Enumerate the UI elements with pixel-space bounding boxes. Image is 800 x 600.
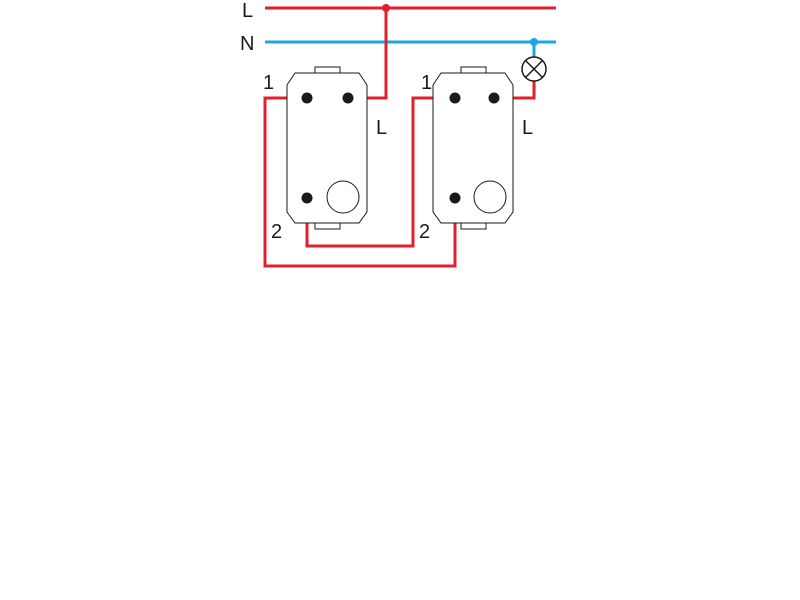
line-wiring bbox=[263, 6, 556, 268]
neutral-rail-label: N bbox=[240, 33, 254, 55]
switch-2-terminal-common bbox=[488, 92, 500, 104]
switch-2-common-label: L bbox=[522, 117, 533, 139]
switch-1-terminal-2 bbox=[301, 192, 313, 204]
switch-2-terminal-2 bbox=[449, 192, 461, 204]
two-way-switch-2 bbox=[432, 66, 514, 230]
switch-1-terminal-common bbox=[342, 92, 354, 104]
line-rail-label: L bbox=[242, 0, 253, 22]
line-junction bbox=[382, 4, 390, 12]
switch-1-knob bbox=[326, 180, 360, 214]
two-way-switch-1 bbox=[286, 66, 368, 230]
neutral-junction bbox=[530, 38, 538, 46]
traveler-1-wire bbox=[263, 96, 457, 268]
switch-2-bottom-tab bbox=[460, 222, 487, 230]
switch-2-terminal-2-label: 2 bbox=[419, 221, 430, 243]
switch-1-terminal-1-label: 1 bbox=[263, 72, 274, 94]
switch-1-common-label: L bbox=[376, 117, 387, 139]
switch-1-terminal-2-label: 2 bbox=[271, 221, 282, 243]
traveler-2-wire bbox=[305, 96, 455, 248]
neutral-wiring bbox=[265, 38, 556, 57]
switch-1-terminal-1 bbox=[301, 92, 313, 104]
switch-2-terminal-1-label: 1 bbox=[421, 72, 432, 94]
switch-1-top-tab bbox=[314, 66, 341, 74]
switch-2-terminal-1 bbox=[449, 92, 461, 104]
switch-2-top-tab bbox=[460, 66, 487, 74]
lamp-icon bbox=[521, 56, 547, 82]
switch-2-knob bbox=[473, 180, 507, 214]
switch-1-bottom-tab bbox=[314, 222, 341, 230]
